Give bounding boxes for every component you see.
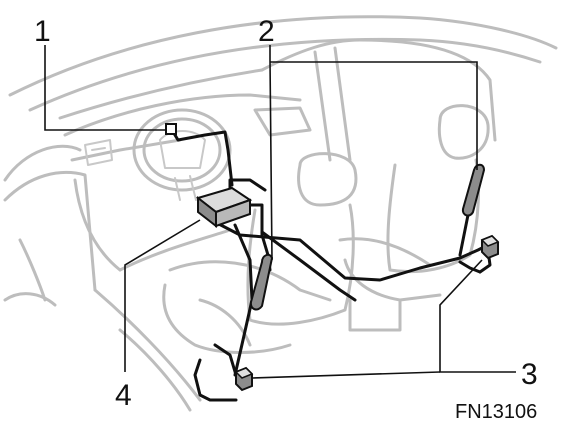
steering-wheel <box>132 108 232 201</box>
airbag-wiring-harness <box>170 128 492 402</box>
dashboard-outline <box>63 93 312 272</box>
rear-side-airbag-sensor <box>480 234 500 260</box>
front-seat-outline <box>162 152 358 354</box>
front-seat-side-airbag <box>249 253 274 311</box>
airbag-sensor-assembly-module <box>195 186 253 229</box>
callout-2: 2 <box>258 15 275 48</box>
callout-leader-lines <box>44 45 516 379</box>
figure-code: FN13106 <box>455 401 537 423</box>
callout-3: 3 <box>521 358 538 391</box>
car-body-outline <box>3 15 558 412</box>
callout-1: 1 <box>34 15 51 48</box>
rear-seat-outline <box>338 104 490 332</box>
steering-wheel-airbag-connector <box>165 123 177 135</box>
rear-seat-side-airbag <box>461 163 486 217</box>
front-side-airbag-sensor <box>234 366 254 392</box>
callout-4: 4 <box>115 379 132 412</box>
